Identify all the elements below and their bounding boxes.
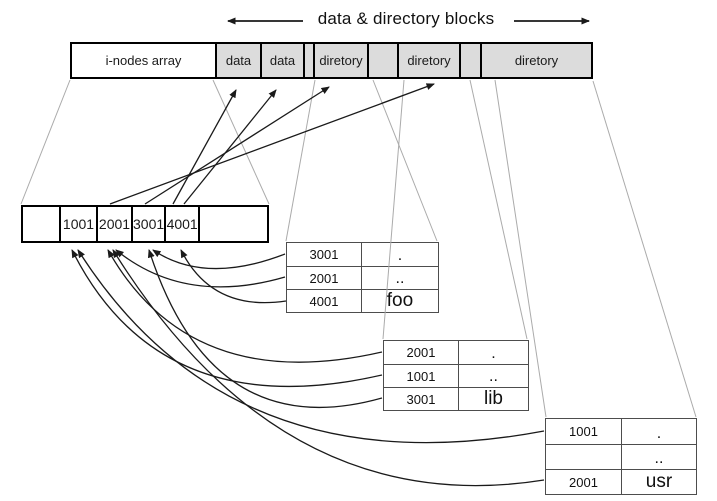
inode-cell-1001: 1001 — [59, 207, 96, 241]
arrow-4001-to-data2 — [183, 89, 277, 205]
block-spacer-2 — [367, 44, 397, 77]
arrow-foo-2001 — [115, 249, 286, 288]
arrow-4001-to-data1 — [172, 89, 237, 205]
foo-row2-name: .. — [361, 266, 438, 289]
usr-row2-inode — [546, 444, 621, 469]
block-spacer-3 — [459, 44, 480, 77]
foo-row3-name: foo — [361, 289, 438, 312]
arrow-3001-to-directory1 — [144, 86, 330, 205]
lib-row3-name: lib — [458, 387, 528, 410]
inode-cell-4001: 4001 — [164, 207, 199, 241]
block-data-1-label: data — [225, 53, 252, 68]
block-data-1: data — [215, 44, 260, 77]
inode-cell-2001: 2001 — [96, 207, 131, 241]
guide-line-usr-right — [592, 80, 697, 418]
foo-row2-inode: 2001 — [287, 266, 361, 289]
arrow-2001-to-directory2 — [109, 83, 435, 205]
block-directory-2: diretory — [397, 44, 459, 77]
guide-line-lib-right — [469, 79, 528, 340]
usr-row3-inode: 2001 — [546, 469, 621, 494]
usr-row1-inode: 1001 — [569, 424, 598, 439]
block-spacer-1 — [303, 44, 313, 77]
lib-row1-inode: 2001 — [406, 345, 436, 360]
block-directory-1: diretory — [313, 44, 367, 77]
foo-row1-inode: 3001 — [309, 247, 339, 262]
block-directory-3: diretory — [480, 44, 591, 77]
block-data-2-label: data — [269, 53, 296, 68]
guide-line-inodes-left — [20, 79, 71, 205]
inode-cell-empty-left — [23, 207, 59, 241]
block-directory-1-label: diretory — [319, 53, 363, 68]
foo-row3-inode: 4001 — [287, 289, 361, 312]
directory-table-lib: 2001 . 1001 .. 3001 lib — [383, 340, 529, 411]
foo-row1-name: . — [361, 243, 438, 266]
inode-array: 1001 2001 3001 4001 — [21, 205, 269, 243]
block-directory-3-label: diretory — [514, 53, 559, 68]
lib-row2-name: .. — [458, 364, 528, 387]
usr-row1-name: . — [621, 419, 696, 444]
inode-cell-3001: 3001 — [131, 207, 165, 241]
lib-row1-name: . — [458, 341, 528, 364]
guide-line-foo-left — [285, 79, 316, 242]
lib-row3-inode: 3001 — [384, 387, 458, 410]
blocks-array: i-nodes array data data diretory diretor… — [70, 42, 593, 79]
guide-line-foo-right — [372, 79, 438, 242]
header-title: data & directory blocks — [317, 9, 495, 28]
directory-table-usr: 1001 . .. 2001 usr — [545, 418, 697, 495]
usr-row3-name: usr — [621, 469, 696, 494]
guide-line-inodes-right — [212, 79, 270, 205]
inode-cell-empty-right — [198, 207, 268, 241]
directory-table-foo: 3001 . 2001 .. 4001 foo — [286, 242, 439, 313]
block-inodes-array: i-nodes array — [72, 44, 215, 77]
arrow-foo-4001 — [180, 249, 287, 304]
block-inodes-array-label: i-nodes array — [105, 53, 182, 68]
block-data-2: data — [260, 44, 303, 77]
arrow-foo-3001 — [152, 249, 286, 270]
inode-pointer-arrows — [109, 83, 435, 205]
usr-row2-name: .. — [621, 444, 696, 469]
block-directory-2-label: diretory — [407, 53, 451, 68]
lib-row2-inode: 1001 — [384, 364, 458, 387]
